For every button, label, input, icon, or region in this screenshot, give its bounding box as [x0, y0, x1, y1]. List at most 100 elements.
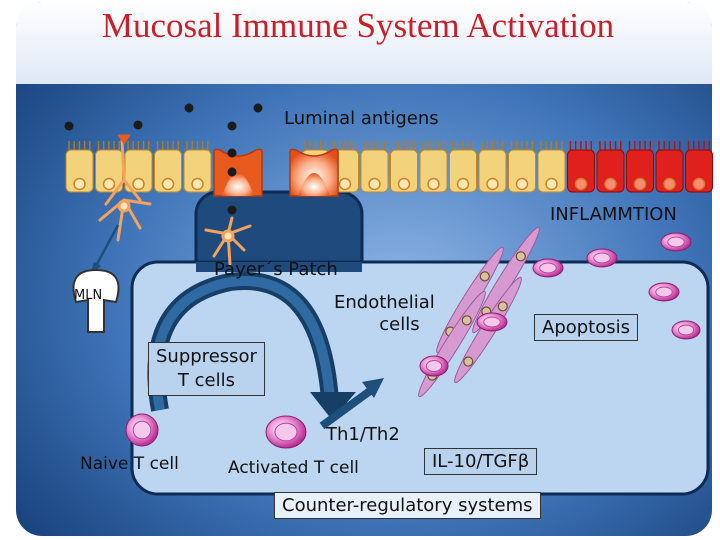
inflamed-epithelial-cell — [596, 141, 625, 193]
m-cell-pocket — [298, 173, 330, 196]
m-cell — [289, 148, 339, 197]
inflammation-label: INFLAMMTION — [550, 204, 677, 225]
inflamed-epithelial-cell — [685, 141, 713, 193]
antigen-dot-icon — [64, 121, 74, 131]
cell-nucleus — [191, 177, 204, 191]
endothelial-label-line2: cells — [379, 314, 420, 335]
antigen-dot-icon — [253, 103, 263, 113]
apoptosis-label: Apoptosis — [534, 314, 639, 341]
t-cell-icon — [476, 312, 508, 332]
t-cell-icon — [265, 415, 307, 449]
t-cell-nucleus — [425, 360, 443, 372]
epithelial-cell — [65, 141, 94, 193]
t-cell-nucleus — [677, 324, 695, 336]
epithelial-cell — [95, 141, 123, 193]
m-cell-body — [213, 148, 263, 197]
microvilli — [97, 141, 120, 150]
luminal-antigens — [64, 103, 263, 215]
inflamed-epithelial-cell — [567, 141, 595, 193]
t-cell-nucleus — [483, 316, 501, 328]
th1-th2-label: Th1/Th2 — [326, 424, 400, 445]
inflamed-epithelial-cell — [626, 141, 654, 193]
microvilli — [422, 141, 445, 150]
page-title: Mucosal Immune System Activation — [101, 6, 615, 45]
title-bar — [16, 2, 712, 84]
microvilli — [569, 141, 592, 150]
epithelial-cell — [508, 141, 536, 193]
microvilli — [540, 141, 563, 150]
straight-arrow-icon — [94, 224, 120, 267]
antigen-dot-icon — [184, 103, 194, 113]
cell-nucleus — [397, 177, 411, 191]
cell-nucleus — [515, 177, 529, 191]
t-cells — [125, 232, 701, 449]
epithelial-cell — [419, 141, 448, 193]
microvilli — [628, 141, 651, 150]
microvilli — [658, 141, 681, 150]
endothelial-label: Endothelial cells — [334, 292, 435, 336]
cell-nucleus — [692, 177, 706, 191]
m-cell-body — [289, 148, 339, 197]
cell-nucleus — [633, 177, 647, 191]
t-cell-nucleus — [132, 420, 152, 440]
cell-nucleus — [574, 177, 588, 191]
microvilli — [363, 141, 386, 150]
cell-nucleus — [427, 177, 440, 191]
m-cell-pocket — [222, 173, 254, 196]
cell-nucleus — [102, 177, 116, 191]
epithelial-cell — [537, 141, 566, 193]
luminal-antigens-label: Luminal antigens — [284, 108, 439, 129]
antigen-dot-icon — [227, 167, 237, 177]
microvilli — [451, 141, 474, 150]
t-cell-nucleus — [655, 286, 673, 298]
endothelial-nucleus — [515, 251, 526, 262]
cell-nucleus — [604, 177, 617, 191]
cell-nucleus — [132, 177, 145, 191]
patch-opening — [196, 262, 362, 272]
cell-nucleus — [663, 177, 676, 191]
epithelial-cell — [124, 141, 153, 193]
t-cell-nucleus — [539, 262, 557, 274]
payers-patch-label: Payer´s Patch — [214, 259, 338, 280]
microvilli — [599, 141, 622, 150]
t-cell-icon — [532, 258, 564, 278]
t-cell-icon — [419, 355, 449, 377]
cell-nucleus — [73, 177, 86, 191]
straight-arrow-icon — [362, 378, 384, 398]
t-cell-nucleus — [667, 236, 685, 248]
t-cell-nucleus — [274, 422, 298, 442]
m-cell — [213, 148, 263, 197]
mln-label: MLN — [74, 288, 103, 303]
endothelial-label-line1: Endothelial — [334, 292, 435, 313]
counter-regulatory-label: Counter-regulatory systems — [274, 492, 541, 519]
naive-t-cell-label: Naive T cell — [80, 454, 179, 474]
endothelial-nucleus — [461, 315, 472, 326]
suppressor-label-line1: Suppressor — [156, 346, 257, 367]
antigen-dot-icon — [227, 121, 237, 131]
t-cell-icon — [671, 320, 701, 340]
microvilli — [687, 141, 710, 150]
microvilli — [186, 141, 209, 150]
cell-nucleus — [338, 177, 352, 191]
microvilli — [510, 141, 533, 150]
endothelial-cell-icon — [436, 246, 504, 354]
microvilli — [304, 141, 327, 150]
t-cell-nucleus — [593, 252, 611, 264]
antigen-dot-icon — [133, 120, 143, 130]
dendritic-cell-icon — [98, 134, 152, 242]
endothelial-nucleus — [497, 301, 508, 312]
cell-nucleus — [456, 177, 470, 191]
epithelial-cell — [183, 141, 212, 193]
cell-nucleus — [368, 177, 381, 191]
microvilli — [481, 141, 504, 150]
t-cell-icon — [648, 282, 680, 302]
cell-nucleus — [486, 177, 499, 191]
cell-nucleus — [545, 177, 558, 191]
epithelium — [65, 141, 713, 197]
curved-arrow-icon — [310, 392, 356, 420]
cell-nucleus — [161, 177, 175, 191]
inflamed-epithelial-cell — [655, 141, 684, 193]
t-cell-icon — [586, 248, 618, 268]
activated-t-cell-label: Activated T cell — [228, 458, 359, 478]
